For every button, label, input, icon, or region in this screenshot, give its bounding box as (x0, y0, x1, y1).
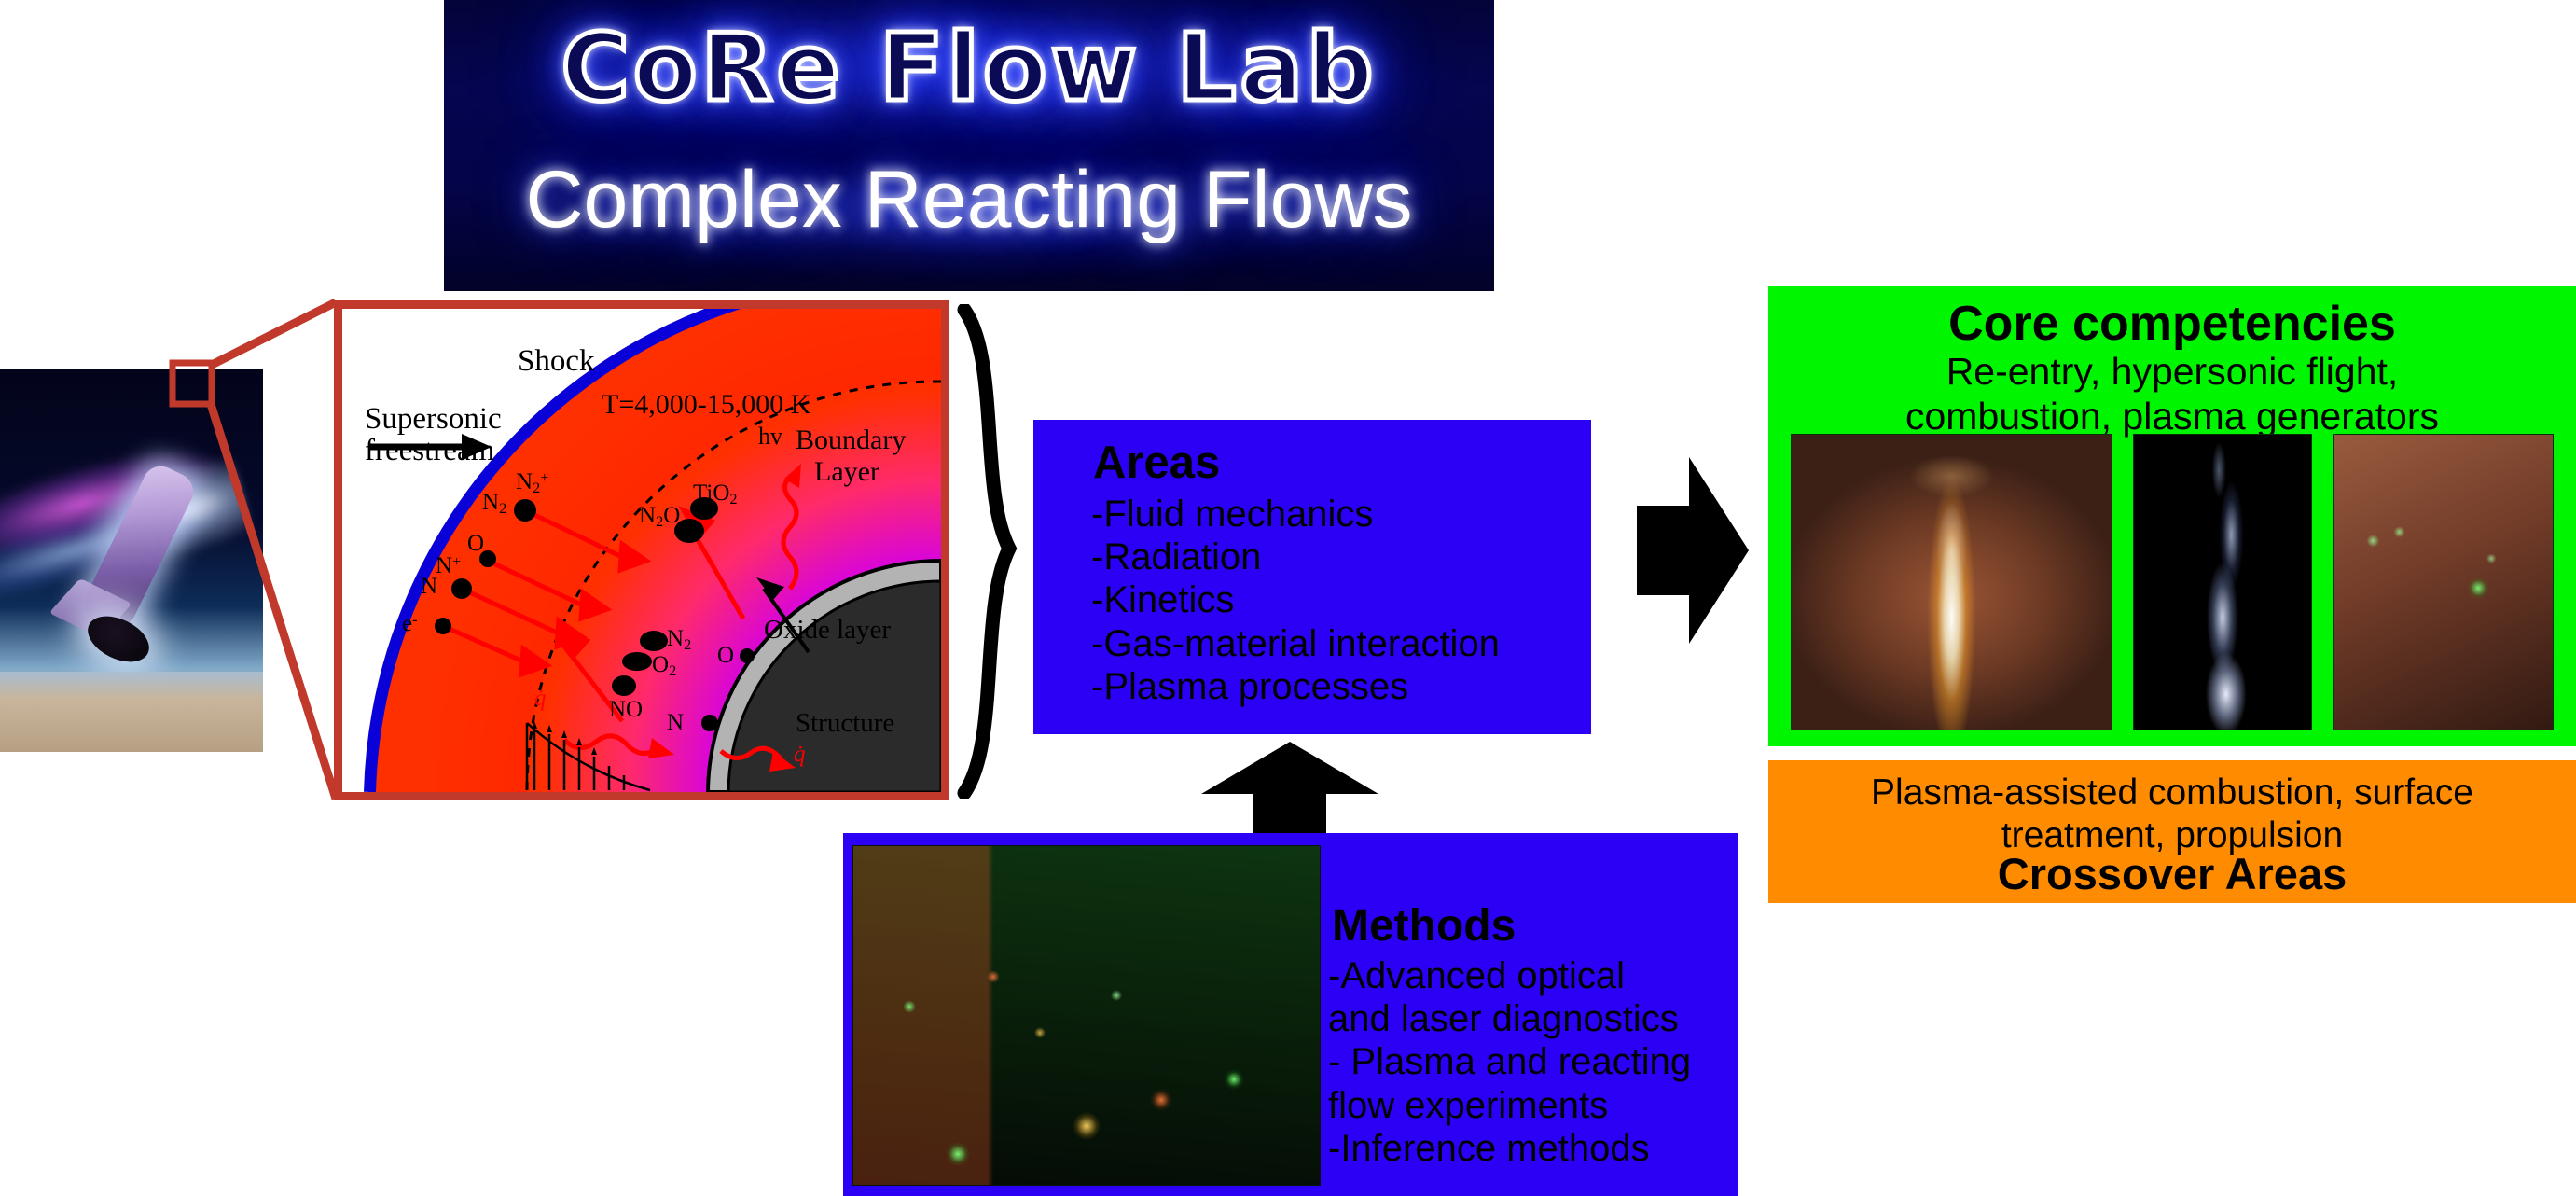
laser-lab-photo (852, 845, 1321, 1186)
reentry-physics-diagram: Shock T=4,000-15,000 K Supersonic freest… (334, 300, 949, 800)
methods-item: flow experiments (1328, 1084, 1609, 1126)
label-freestream-line1: Supersonic (365, 402, 502, 436)
label-heat-flux-structure: q̇ (794, 742, 806, 767)
areas-item: -Kinetics (1091, 579, 1235, 621)
core-competencies-panel: Core competencies Re-entry, hypersonic f… (1768, 286, 2576, 746)
methods-item: - Plasma and reacting (1328, 1041, 1692, 1083)
species-n-plus: N+ (436, 553, 462, 578)
arrow-up-icon (1201, 742, 1378, 837)
species-n2: N2 (482, 490, 507, 518)
grouping-brace (957, 304, 1018, 799)
species-no: NO (609, 697, 644, 722)
core-photo-strip (1791, 434, 2554, 730)
areas-item: -Plasma processes (1091, 665, 1409, 707)
diagram-svg (342, 309, 941, 792)
methods-item: -Inference methods (1328, 1127, 1650, 1169)
species-tio2: TiO2 (693, 480, 738, 508)
species-o-wall: O (717, 643, 735, 668)
core-subtitle-line2: combustion, plasma generators (1904, 394, 2440, 438)
label-temperature: T=4,000-15,000 K (602, 389, 811, 420)
species-n2-bl: N2 (667, 626, 692, 654)
photo-plasma-torch (1791, 434, 2112, 730)
species-n2-plus: N2+ (516, 469, 549, 497)
species-o: O (467, 531, 485, 556)
photo-laser-setup (2333, 434, 2554, 730)
species-o2: O2 (652, 652, 677, 680)
label-oxide-layer: Oxide layer (764, 615, 892, 645)
crossover-line2: treatment, propulsion (2001, 814, 2344, 855)
photo-flame (2133, 434, 2312, 730)
label-shock: Shock (518, 344, 595, 378)
methods-item: and laser diagnostics (1328, 998, 1679, 1040)
methods-item: -Advanced optical (1328, 955, 1625, 996)
label-boundary-line2: Layer (814, 456, 879, 487)
areas-panel: Areas -Fluid mechanics -Radiation -Kinet… (1033, 420, 1591, 734)
crossover-areas-panel: Plasma-assisted combustion, surface trea… (1768, 760, 2576, 903)
areas-heading: Areas (1093, 438, 1221, 488)
species-n-wall: N (667, 710, 685, 735)
species-electron: e- (402, 611, 418, 636)
core-subtitle-line1: Re-entry, hypersonic flight, (1946, 350, 2399, 393)
areas-item: -Gas-material interaction (1091, 622, 1500, 664)
crossover-line1: Plasma-assisted combustion, surface (1871, 772, 2473, 813)
core-heading: Core competencies (1948, 297, 2396, 351)
label-freestream-line2: freestream (365, 434, 495, 467)
areas-item: -Radiation (1091, 536, 1262, 578)
core-subtitle: Re-entry, hypersonic flight, combustion,… (1768, 350, 2576, 439)
callout-connector (169, 298, 340, 800)
areas-list: -Fluid mechanics -Radiation -Kinetics -G… (1091, 493, 1500, 708)
label-photon: hv (758, 423, 782, 450)
methods-panel: Methods -Advanced optical and laser diag… (843, 833, 1738, 1196)
label-boundary-line1: Boundary (796, 424, 907, 455)
lab-subtitle: Complex Reacting Flows (525, 155, 1413, 244)
crossover-description: Plasma-assisted combustion, surface trea… (1768, 772, 2576, 856)
species-n: N (421, 574, 438, 599)
arrow-right-icon (1637, 457, 1749, 644)
earth-horizon (0, 672, 263, 752)
methods-list: -Advanced optical and laser diagnostics … (1328, 954, 1691, 1170)
lab-title: CoRe Flow Lab (559, 11, 1378, 125)
methods-heading: Methods (1332, 901, 1517, 951)
label-heat-flux-wall: q̇ (534, 686, 547, 711)
species-n2o: N2O (639, 503, 681, 531)
areas-item: -Fluid mechanics (1091, 494, 1374, 535)
title-banner: CoRe Flow Lab Complex Reacting Flows (444, 0, 1494, 291)
label-structure: Structure (796, 708, 895, 738)
crossover-heading: Crossover Areas (1997, 849, 2347, 898)
